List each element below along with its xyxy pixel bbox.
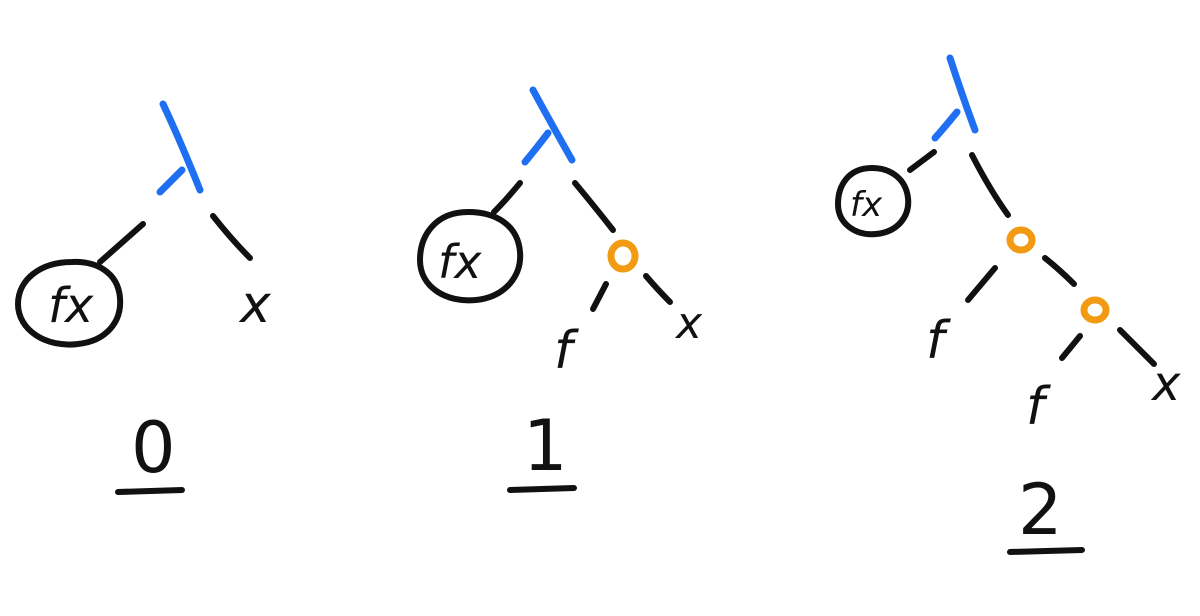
body-variable-x: x xyxy=(238,275,272,335)
body-function-f-outer: f xyxy=(926,311,951,371)
numeral-underline xyxy=(1007,547,1085,555)
edge-lambda-to-compose xyxy=(969,152,1011,218)
binder-circle xyxy=(417,209,524,304)
edge-lambda-to-compose xyxy=(572,180,616,233)
edge-compose-to-f xyxy=(590,281,609,312)
edge-compose-to-x xyxy=(643,273,673,305)
compose-node-outer xyxy=(1006,226,1036,254)
numeral-underline xyxy=(115,487,185,495)
diagram-zero: fx x 0 xyxy=(15,100,272,495)
binder-circle xyxy=(15,258,124,348)
compose-node-inner xyxy=(1080,296,1110,324)
compose-node xyxy=(607,239,639,273)
edge-lambda-to-binder xyxy=(491,180,523,215)
binder-label: fx xyxy=(850,185,883,225)
edge-lambda-to-binder xyxy=(907,149,937,173)
binder-label: fx xyxy=(438,235,482,289)
numeral-label: 1 xyxy=(523,405,568,487)
edge-inner-compose-to-f xyxy=(1059,333,1083,361)
numeral-label: 2 xyxy=(1018,469,1063,551)
numeral-label: 0 xyxy=(131,407,176,489)
binder-circle xyxy=(835,165,912,238)
diagram-one: fx f x 1 xyxy=(417,86,703,493)
edge-lambda-to-binder xyxy=(97,221,146,265)
numeral-underline xyxy=(507,485,577,493)
edge-outer-compose-to-inner xyxy=(1042,255,1077,287)
lambda-node xyxy=(521,86,576,166)
lambda-node xyxy=(931,54,979,142)
body-variable-x: x xyxy=(674,298,703,349)
edge-inner-compose-to-x xyxy=(1117,327,1157,367)
edge-outer-compose-to-f xyxy=(965,265,998,303)
body-function-f-inner: f xyxy=(1026,377,1051,437)
lambda-node xyxy=(156,100,204,196)
diagram-two: fx f f x 2 xyxy=(835,54,1181,555)
body-variable-x: x xyxy=(1150,356,1181,412)
edge-lambda-to-body xyxy=(210,213,253,261)
binder-label: fx xyxy=(48,278,94,334)
body-function-f: f xyxy=(554,321,579,381)
